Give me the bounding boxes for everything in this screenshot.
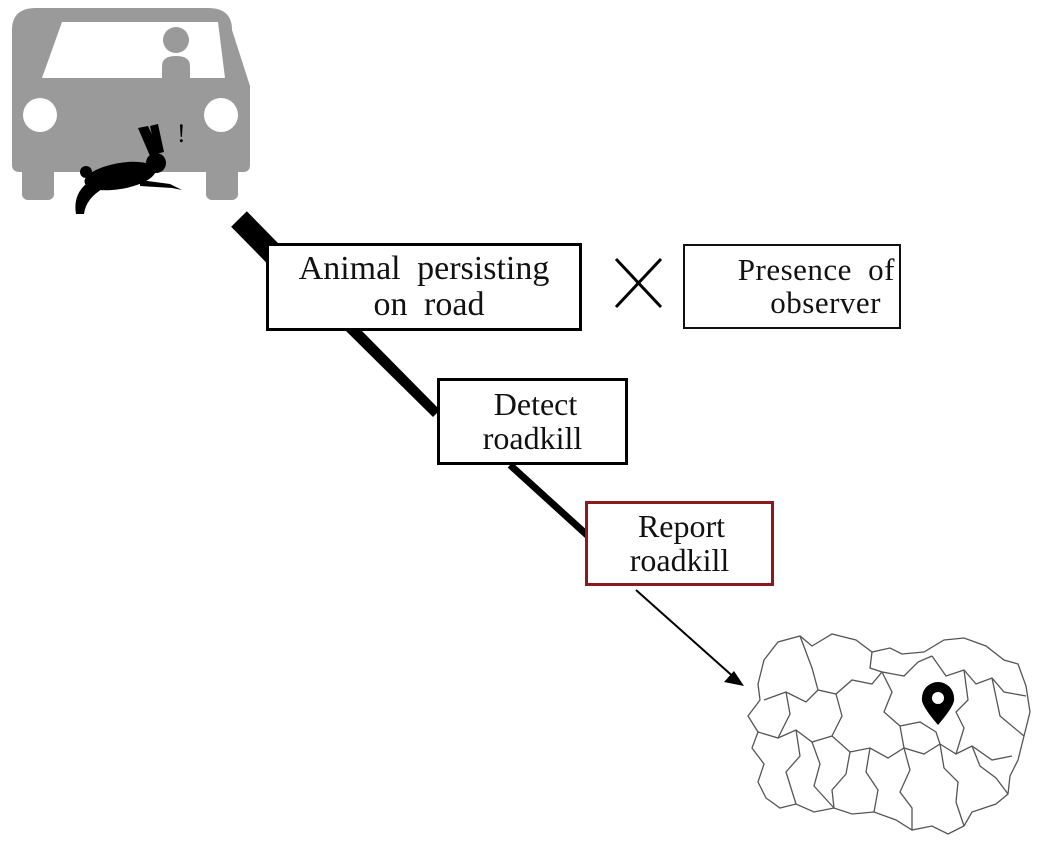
step-label-line: Animal persisting [298, 250, 550, 288]
arrow-icon [635, 589, 744, 686]
step-report-roadkill: Report roadkill [585, 501, 774, 586]
factor-label-line: Presence of [737, 251, 895, 287]
step-label-line: Report [637, 507, 726, 544]
step-animal-persisting: Animal persisting on road [266, 243, 582, 331]
exclamation-mark: ! [177, 119, 186, 148]
step-detect-roadkill: Detect roadkill [437, 378, 628, 465]
rabbit-icon [75, 124, 182, 214]
factor-presence-of-observer: Presence of observer [683, 244, 901, 329]
step-label-line: on road [373, 286, 485, 323]
step-label-line: roadkill [629, 541, 730, 578]
location-pin-icon [921, 682, 955, 725]
map-icon [747, 633, 1031, 835]
factor-label-line: observer [770, 284, 881, 320]
driver-icon [162, 27, 190, 78]
step-label-line: roadkill [482, 419, 583, 456]
cross-icon [614, 257, 663, 309]
step-label-line: Detect [493, 385, 578, 422]
